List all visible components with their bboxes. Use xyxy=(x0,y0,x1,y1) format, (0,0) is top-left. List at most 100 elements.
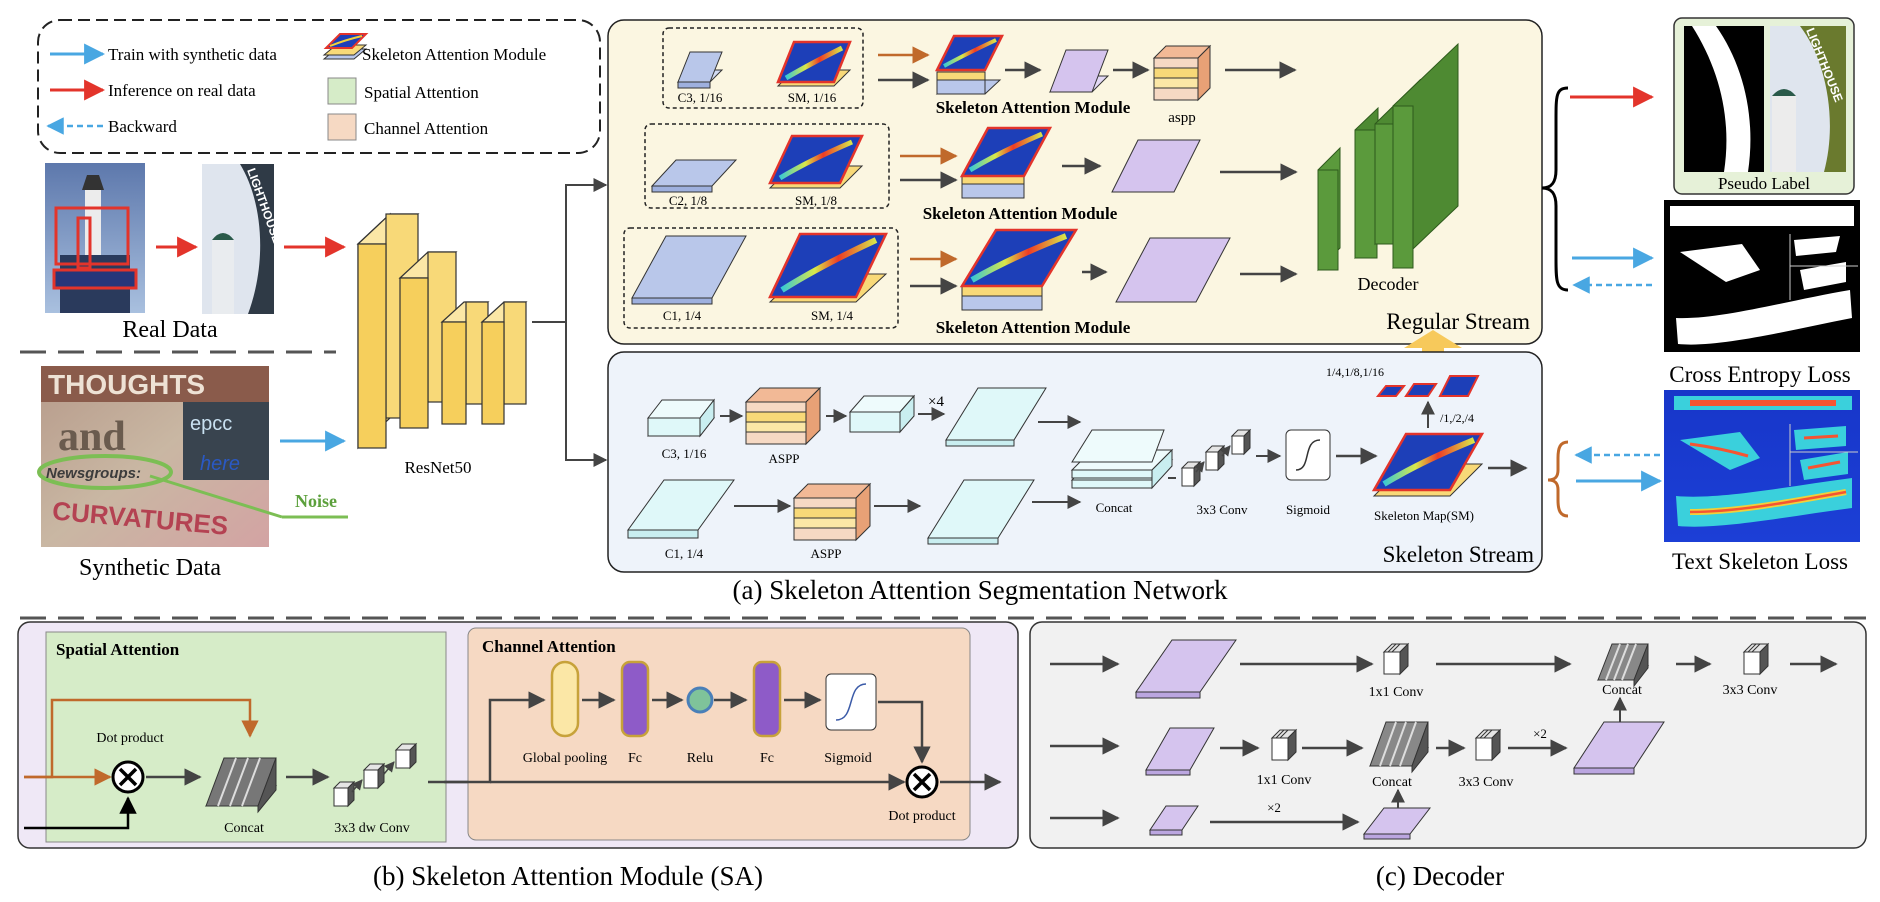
sk-small-cyan xyxy=(848,394,916,434)
channel-attention-title: Channel Attention xyxy=(482,637,616,656)
sk-c1-block xyxy=(627,479,735,539)
dec-row3-x2-label: ×2 xyxy=(1267,800,1281,815)
dec-row3-upsampled xyxy=(1362,807,1432,840)
synthetic-data-group: THOUGHTS epcc here and Newsgroups: CURVA… xyxy=(37,366,348,581)
caption-c: (c) Decoder xyxy=(1376,861,1504,891)
fc1-block xyxy=(620,660,650,738)
row1-sam-block xyxy=(934,34,1005,95)
sa-concat-label: Concat xyxy=(224,821,264,836)
row1-purple-block xyxy=(1048,49,1110,93)
text-skeleton-target xyxy=(1664,390,1860,542)
row2-sm-block xyxy=(768,134,864,189)
dec-row1-conv3x3 xyxy=(1742,642,1770,676)
synthetic-word-3: Newsgroups: xyxy=(46,465,141,482)
sk-aspp-bottom-label: ASPP xyxy=(810,546,841,561)
noise-pointer-line xyxy=(149,474,283,519)
sk-c3-block xyxy=(646,398,716,438)
sk-multi-scale-maps xyxy=(1375,375,1480,397)
sk-down-label: /1,/2,/4 xyxy=(1440,411,1474,425)
synthetic-word-1: THOUGHTS xyxy=(48,369,205,400)
dec-row2-conv3x3 xyxy=(1474,728,1502,762)
caption-a: (a) Skeleton Attention Segmentation Netw… xyxy=(733,575,1228,605)
sk-sigmoid-label: Sigmoid xyxy=(1286,502,1331,517)
sk-upsampled-bottom xyxy=(927,479,1035,545)
relu-node xyxy=(686,686,714,714)
dec-row2-concat-label: Concat xyxy=(1372,775,1412,790)
legend-sam-label: Skeleton Attention Module xyxy=(362,45,546,64)
sk-sigmoid-block xyxy=(1285,429,1331,481)
row2-purple-block xyxy=(1111,139,1201,193)
sk-concat-block xyxy=(1070,429,1174,490)
cross-entropy-target xyxy=(1664,200,1860,352)
ca-sigmoid-label: Sigmoid xyxy=(824,751,871,766)
ca-sigmoid-block xyxy=(825,673,877,731)
row2-sam-block xyxy=(959,126,1053,199)
sk-c1-label: C1, 1/4 xyxy=(665,546,704,561)
pseudo-label-panel: LIGHTHOUSE Pseudo Label xyxy=(1673,17,1855,195)
relu-label: Relu xyxy=(687,751,713,766)
legend-channel-swatch xyxy=(327,113,357,141)
dec-row2-conv1x1-label: 1x1 Conv xyxy=(1257,773,1312,788)
sa-module-panel: Spatial Attention Dot product Concat 3x3… xyxy=(17,621,1019,849)
sk-conv-cubes xyxy=(1180,428,1252,488)
synthetic-word-5: epcc xyxy=(190,413,232,435)
spatial-attention-title: Spatial Attention xyxy=(56,640,180,659)
sk-conv-label: 3x3 Conv xyxy=(1197,502,1248,517)
row2-sm-label: SM, 1/8 xyxy=(795,193,837,208)
aspp-stack xyxy=(1152,44,1212,102)
dot-product-label: Dot product xyxy=(96,731,163,746)
legend-inference-label: Inference on real data xyxy=(108,81,256,100)
dec-row1-conv1x1 xyxy=(1382,642,1410,676)
dec-row2-conv1x1 xyxy=(1270,728,1298,762)
sk-concat-label: Concat xyxy=(1096,500,1133,515)
sk-aspp-top xyxy=(744,386,822,446)
aspp-label: aspp xyxy=(1168,110,1196,126)
dec-row2-x2-label: ×2 xyxy=(1533,726,1547,741)
legend-train-label: Train with synthetic data xyxy=(108,45,277,64)
dec-row1-conv3x3-label: 3x3 Conv xyxy=(1723,683,1778,698)
sk-upsampled-top xyxy=(945,387,1047,447)
regular-stream-panel: Regular Stream C3, 1/16 SM, 1/16 Skeleto… xyxy=(607,19,1543,345)
right-outputs: LIGHTHOUSE Pseudo Label Cross Entropy Lo… xyxy=(1541,17,1860,574)
real-lighthouse-photo xyxy=(45,163,145,313)
row3-sm-block xyxy=(768,232,888,303)
row1-sam-label: Skeleton Attention Module xyxy=(936,98,1131,117)
row3-c1-label: C1, 1/4 xyxy=(663,308,702,323)
row2-dashed-group xyxy=(644,123,890,209)
sk-c3-label: C3, 1/16 xyxy=(662,446,707,461)
sa-dwconv-label: 3x3 dw Conv xyxy=(334,821,409,836)
pseudo-label-text: Pseudo Label xyxy=(1718,174,1810,193)
ca-dot-product-icon xyxy=(905,765,939,799)
decoder-blocks xyxy=(1317,42,1459,272)
gpool-label: Global pooling xyxy=(523,751,607,766)
legend: Train with synthetic data Inference on r… xyxy=(37,19,601,154)
dec-row2-purple xyxy=(1145,727,1215,776)
row1-sm-block xyxy=(776,40,852,87)
sk-aspp-top-label: ASPP xyxy=(768,451,799,466)
sk-x4-label: ×4 xyxy=(928,394,944,410)
sa-concat-block xyxy=(204,757,278,814)
resnet-branch-lower xyxy=(565,322,608,467)
legend-spatial-swatch xyxy=(327,77,357,105)
dec-row1-concat-label: Concat xyxy=(1602,683,1642,698)
legend-box xyxy=(37,19,601,154)
fc2-block xyxy=(752,660,782,738)
decoder-panel: 1x1 Conv Concat 3x3 Conv 1x1 Conv Concat xyxy=(1029,621,1867,849)
dec-row2-conv3x3-label: 3x3 Conv xyxy=(1459,775,1514,790)
decoder-label: Decoder xyxy=(1358,274,1419,294)
legend-sam-icon xyxy=(322,33,369,60)
resnet-layer-4 xyxy=(480,301,528,425)
sk-skeleton-map-label: Skeleton Map(SM) xyxy=(1374,508,1474,523)
dot-product-icon xyxy=(111,760,145,794)
skeleton-to-regular-arrow xyxy=(1404,330,1462,362)
dec-row1-conv1x1-label: 1x1 Conv xyxy=(1369,685,1424,700)
real-cropped-sign: LIGHTHOUSE xyxy=(202,164,284,314)
channel-attention-box: Channel Attention Global pooling Fc Relu… xyxy=(444,627,971,841)
text-skeleton-label: Text Skeleton Loss xyxy=(1672,549,1848,574)
row1-dashed-group xyxy=(662,27,864,109)
real-data-group: LIGHTHOUSE Real Data xyxy=(45,163,347,343)
c3-block xyxy=(676,51,724,89)
row3-sam-block xyxy=(959,228,1079,311)
resnet-layer-3 xyxy=(440,301,490,425)
